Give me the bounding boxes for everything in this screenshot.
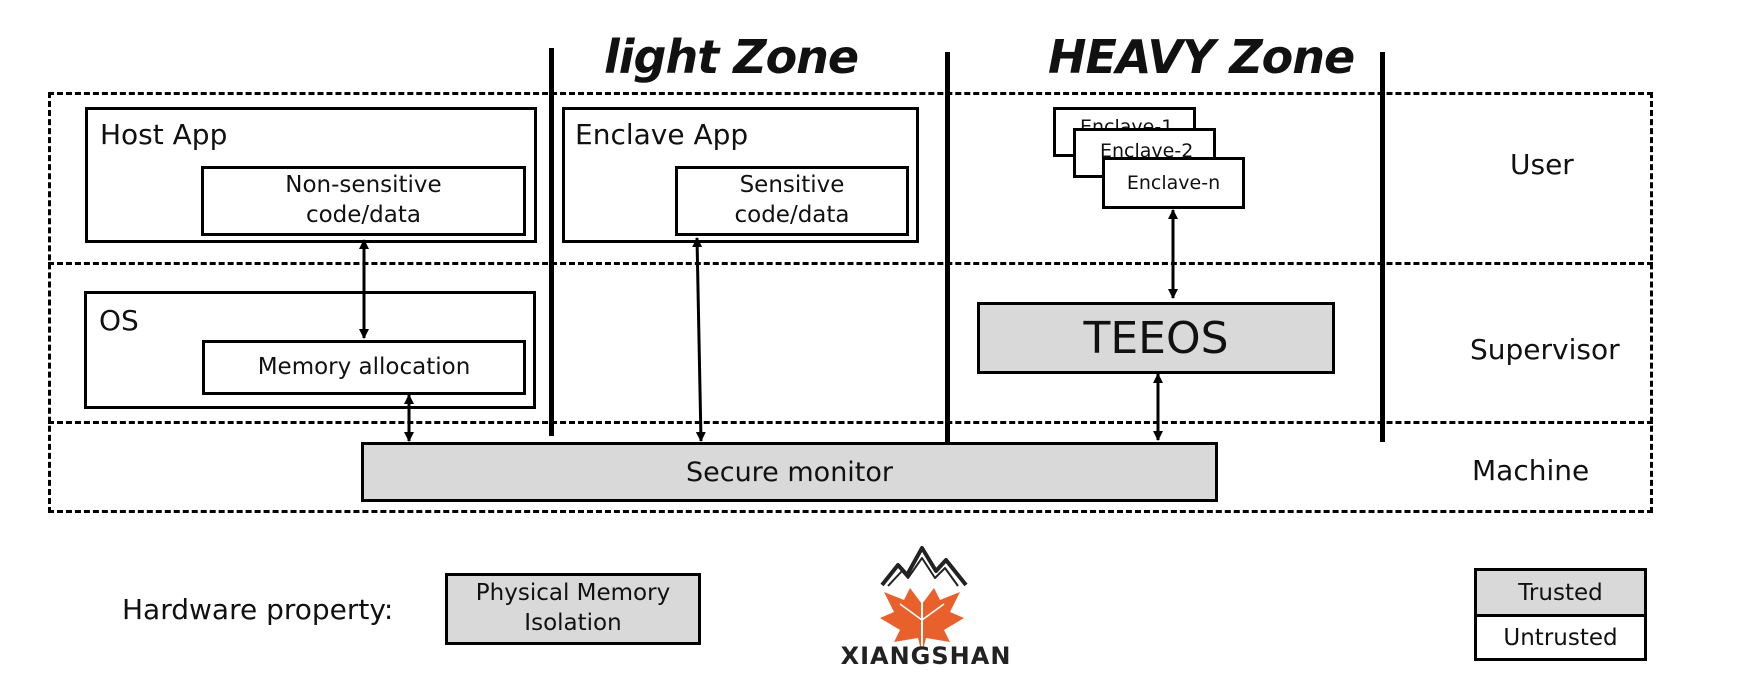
zone-divider-right — [1380, 52, 1385, 442]
enclave-n-box: Enclave-n — [1102, 157, 1245, 209]
bands-right-edge — [1650, 92, 1653, 513]
os-title: OS — [99, 304, 139, 337]
mountain-maple-icon — [880, 546, 968, 654]
xiangshan-logo: XIANGSHAN — [838, 538, 1014, 681]
sensitive-code-box: Sensitive code/data — [675, 166, 909, 236]
hardware-property-label: Hardware property: — [122, 593, 394, 626]
enclave-2-label: Enclave-2 — [1100, 140, 1194, 162]
legend-trusted-label: Trusted — [1518, 579, 1603, 606]
light-zone-title: light Zone — [604, 30, 859, 84]
zone-divider-left — [549, 48, 554, 436]
legend-untrusted: Untrusted — [1474, 614, 1647, 661]
user-supervisor-separator — [48, 262, 1653, 265]
enclave-app-title: Enclave App — [575, 118, 749, 151]
supervisor-machine-separator — [48, 421, 1653, 424]
user-layer-label: User — [1510, 148, 1574, 181]
machine-band-bottom — [48, 510, 1653, 513]
non-sensitive-code-box: Non-sensitive code/data — [201, 166, 526, 236]
zone-divider-middle — [945, 52, 950, 442]
memory-allocation-label: Memory allocation — [257, 353, 471, 380]
arrow-enclave-app-to-monitor — [692, 237, 706, 442]
xiangshan-logo-text: XIANGSHAN — [840, 642, 1012, 670]
legend-trusted: Trusted — [1474, 568, 1647, 617]
memory-allocation-box: Memory allocation — [202, 340, 526, 395]
secure-monitor-label: Secure monitor — [685, 456, 894, 488]
legend-untrusted-label: Untrusted — [1503, 624, 1618, 651]
enclave-n-label: Enclave-n — [1126, 172, 1221, 194]
heavy-zone-title: HEAVY Zone — [1048, 30, 1355, 84]
physical-memory-isolation-label: Physical Memory Isolation — [475, 580, 671, 636]
machine-layer-label: Machine — [1472, 454, 1590, 487]
supervisor-layer-label: Supervisor — [1470, 333, 1620, 366]
teeos-label: TEEOS — [1083, 312, 1229, 364]
physical-memory-isolation-box: Physical Memory Isolation — [445, 573, 701, 645]
secure-monitor-box: Secure monitor — [361, 442, 1218, 502]
sensitive-code-label: Sensitive code/data — [734, 172, 850, 228]
bands-left-edge — [48, 92, 51, 513]
user-band-top — [48, 92, 1653, 95]
teeos-box: TEEOS — [977, 302, 1335, 374]
host-app-title: Host App — [100, 118, 228, 151]
non-sensitive-code-label: Non-sensitive code/data — [285, 172, 442, 228]
